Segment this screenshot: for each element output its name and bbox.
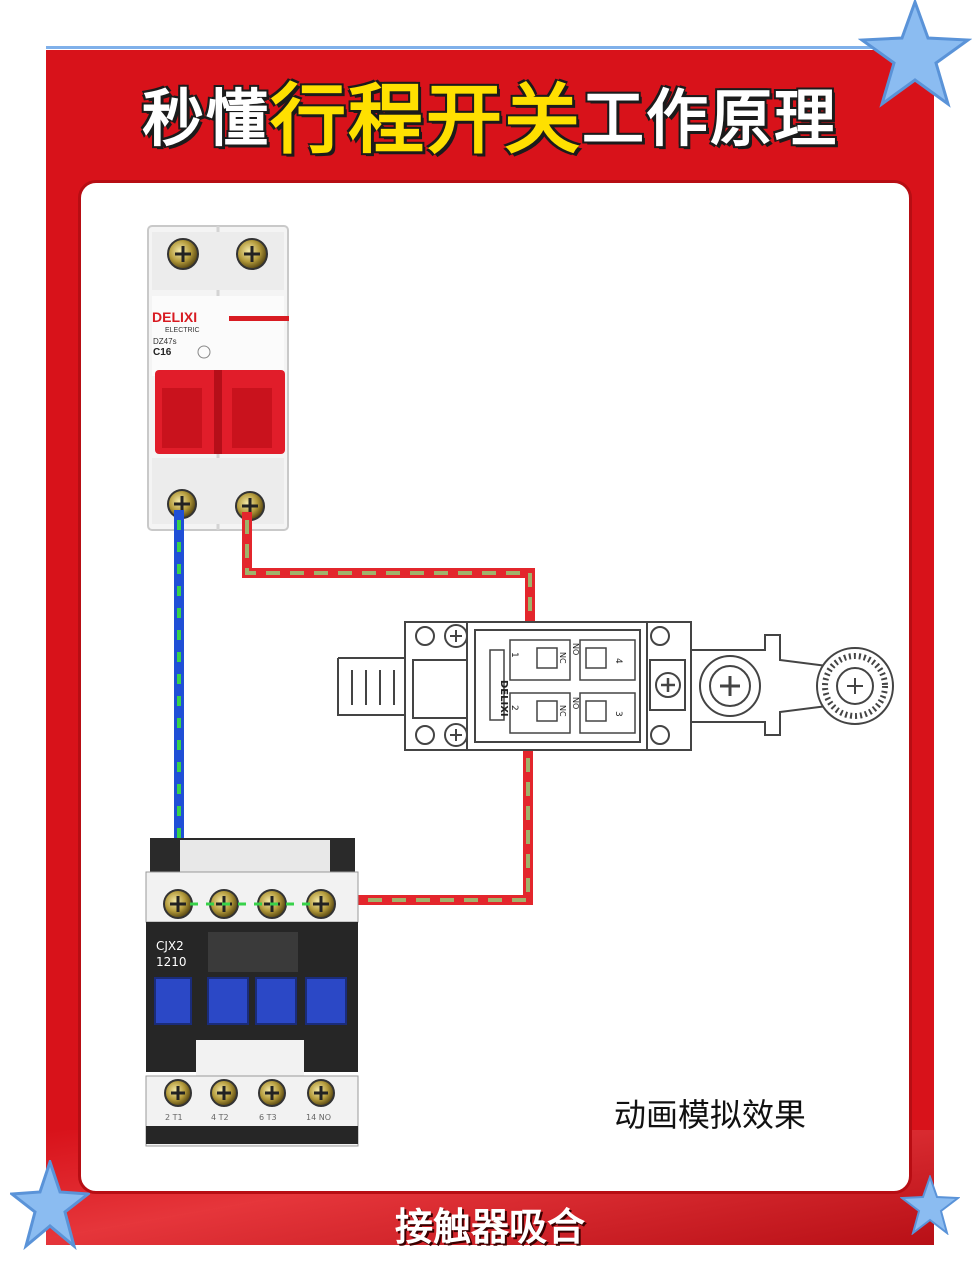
contactor-window-4 [305, 977, 347, 1025]
switch-contact-1 [536, 647, 558, 669]
switch-contact-4 [585, 647, 607, 669]
title-part-2: 行程开关 [270, 75, 582, 164]
limit-switch: DELIXI 1 2 NC NC NO NO 4 3 [337, 621, 894, 751]
contactor-model-2: 1210 [156, 955, 187, 969]
animation-note: 动画模拟效果 [614, 1096, 807, 1134]
terminal-2-label: 2 [509, 705, 519, 711]
wires [174, 510, 535, 905]
contactor-window-2 [207, 977, 249, 1025]
contactor-window-3 [255, 977, 297, 1025]
contact-bottom-alt-label: NO [571, 697, 580, 709]
circuit-breaker: DELIXI ELECTRIC DZ47s C16 [147, 225, 289, 531]
contactor-bottom-terminal-1: 2 T1 [165, 1113, 183, 1122]
breaker-brand: DELIXI [152, 309, 197, 325]
top-accent-line [46, 46, 934, 49]
terminal-4-label: 4 [613, 658, 623, 664]
breaker-brand-sub: ELECTRIC [165, 327, 200, 334]
live-current-flow-2 [325, 710, 530, 902]
switch-contact-3 [585, 700, 607, 722]
breaker-model: DZ47s [153, 337, 177, 346]
breaker-rating: C16 [153, 347, 172, 358]
contactor-bottom-terminal-2: 4 T2 [211, 1113, 229, 1122]
star-top-right-icon [858, 0, 972, 108]
contact-top-alt-label: NO [571, 643, 580, 655]
contact-top-label: NC [558, 652, 567, 664]
star-bottom-left-icon [10, 1160, 90, 1250]
contact-bottom-label: NC [558, 705, 567, 717]
contactor: CJX2 1210 2 T1 4 T2 6 T3 14 NO [145, 838, 359, 1147]
contactor-bottom-terminal-3: 6 T3 [259, 1113, 277, 1122]
caption: 接触器吸合 [394, 1205, 585, 1249]
contactor-bottom-terminal-4: 14 NO [306, 1113, 331, 1122]
title-part-3: 工作原理 [582, 82, 839, 155]
switch-contact-2 [536, 700, 558, 722]
terminal-3-label: 3 [613, 711, 623, 717]
live-current-flow-1 [245, 520, 532, 650]
terminal-1-label: 1 [509, 652, 519, 658]
contactor-window-1 [154, 977, 192, 1025]
page-title: 秒懂 行程开关 工作原理 [46, 58, 934, 168]
title-part-1: 秒懂 [141, 82, 270, 155]
star-bottom-right-icon [900, 1175, 960, 1235]
contactor-model-1: CJX2 [156, 939, 184, 953]
switch-brand: DELIXI [498, 680, 509, 717]
